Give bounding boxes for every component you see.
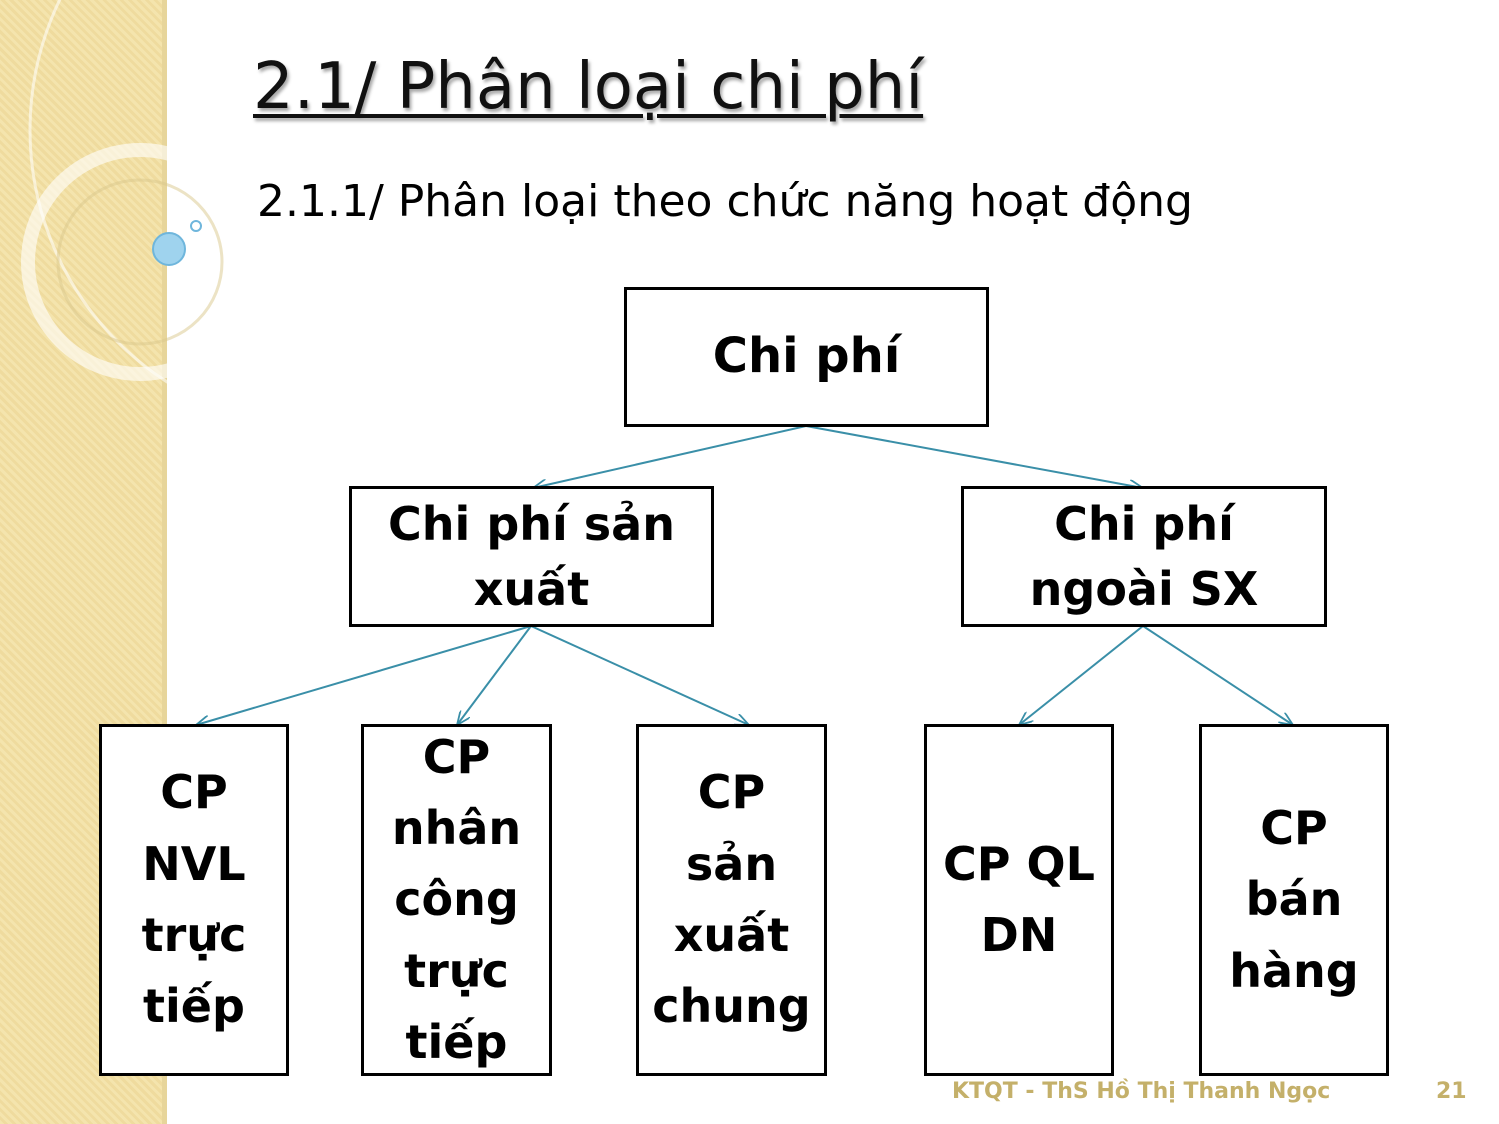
slide-subtitle: 2.1.1/ Phân loại theo chức năng hoạt độn… — [257, 176, 1193, 227]
node-production-label: Chi phí sản xuất — [388, 497, 675, 616]
node-direct-materials-label: CP NVL trực tiếp — [141, 765, 247, 1034]
decorative-circles — [21, 0, 259, 400]
node-admin-cost-label: CP QLDN — [943, 836, 1095, 962]
slide-title: 2.1/ Phân loại chi phí — [253, 50, 924, 124]
connector-production-to-labor — [457, 625, 532, 725]
node-direct-labor: CP nhân công trực tiếp — [361, 724, 552, 1076]
connector-root-to-nonproduction — [805, 425, 1143, 488]
connector-nonproduction-to-admin — [1019, 625, 1144, 725]
connector-production-to-materials — [196, 625, 532, 725]
page-number: 21 — [1436, 1079, 1467, 1104]
node-root-cost: Chi phí — [624, 287, 989, 427]
node-admin-cost: CP QLDN — [924, 724, 1114, 1076]
node-selling-cost: CP bán hàng — [1199, 724, 1389, 1076]
node-selling-cost-label: CP bán hàng — [1229, 801, 1359, 998]
node-nonproduction-label: Chi phí ngoài SX — [1029, 497, 1259, 616]
node-manufacturing-overhead: CP sản xuất chung — [636, 724, 827, 1076]
sidebar-edge — [162, 0, 167, 1124]
footer-author: KTQT - ThS Hồ Thị Thanh Ngọc — [952, 1079, 1331, 1104]
node-direct-materials: CP NVL trực tiếp — [99, 724, 289, 1076]
connector-root-to-production — [533, 425, 807, 488]
node-production-cost: Chi phí sản xuất — [349, 486, 714, 627]
node-direct-labor-label: CP nhân công trực tiếp — [391, 729, 522, 1069]
node-nonproduction-cost: Chi phí ngoài SX — [961, 486, 1327, 627]
connector-nonproduction-to-selling — [1142, 625, 1293, 725]
node-manufacturing-overhead-label: CP sản xuất chung — [652, 765, 811, 1034]
node-root-label: Chi phí — [712, 328, 901, 385]
connector-production-to-overhead — [530, 625, 749, 725]
